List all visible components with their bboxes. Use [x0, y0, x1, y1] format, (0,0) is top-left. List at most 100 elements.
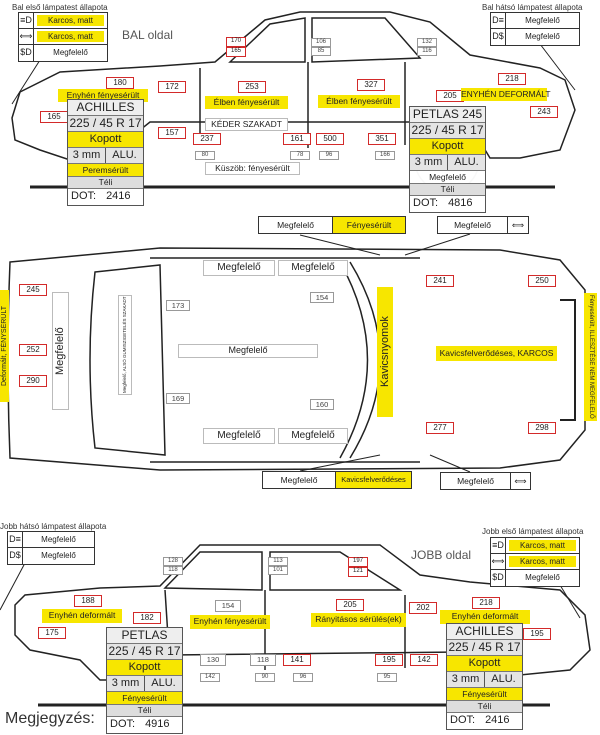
right-rear-lamp-table: D≡Megfelelő D$Megfelelő [7, 531, 95, 565]
tread-depth: 3 mm [410, 155, 448, 170]
tail-lamp-icon: D≡ [491, 13, 506, 28]
low-beam-icon: ≡D [491, 538, 506, 553]
notes-label: Megjegyzés: [5, 710, 95, 727]
dot-code: 4816 [448, 197, 473, 209]
lamp-state: Karcos, matt [37, 15, 104, 26]
rim-state: Fényesérült [447, 688, 522, 701]
paint-thickness-value: 78 [290, 151, 310, 160]
rim-type: ALU. [491, 673, 516, 685]
rim-state: Fényesérült [107, 692, 182, 705]
roof-label: Megfelelő [178, 344, 318, 358]
paint-thickness-value: 166 [375, 151, 395, 160]
paint-thickness-value: 290 [19, 375, 47, 387]
dot-code: 2416 [106, 190, 131, 202]
damage-label: Rányitásos sérülés(ek) [311, 613, 406, 627]
paint-thickness-value: 202 [409, 602, 437, 614]
paint-thickness-value: 205 [436, 90, 464, 102]
front-bumper-label: Fényesérült, ILLESZTÉSE NEM MEGFELELŐ [584, 293, 597, 421]
paint-thickness-value: 90 [255, 673, 275, 682]
paint-thickness-value: 218 [498, 73, 526, 85]
paint-thickness-value: 130 [200, 654, 226, 666]
tire-season: Téli [68, 177, 143, 189]
paint-thickness-value: 351 [368, 133, 396, 145]
windshield-label: Kavicsnyomok [377, 287, 393, 417]
rim-type: ALU. [112, 149, 137, 161]
paint-thickness-value: 172 [158, 81, 186, 93]
paint-thickness-value: 169 [166, 393, 190, 404]
low-beam-icon: ≡D [19, 13, 34, 28]
paint-thickness-value: 160 [310, 399, 334, 410]
paint-thickness-value: 195 [523, 628, 551, 640]
dot-label: DOT: [71, 190, 97, 202]
paint-thickness-value: 157 [158, 127, 186, 139]
dot-label: DOT: [413, 197, 439, 209]
paint-thickness-value: 154 [310, 292, 334, 303]
tire-season: Téli [410, 184, 485, 196]
paint-thickness-value: 80 [195, 151, 215, 160]
paint-thickness-value: 141 [283, 654, 311, 666]
paint-thickness-value: 253 [238, 81, 266, 93]
paint-thickness-value: 113 [268, 557, 288, 566]
window-label: Megfelelő [278, 428, 348, 444]
damage-label: Enyhén fényesérült [190, 615, 270, 629]
dot-code: 2416 [485, 714, 510, 726]
paint-thickness-value: 106 [311, 38, 331, 47]
damage-label: Élben fényesérült [318, 95, 400, 108]
paint-thickness-value: 85 [311, 47, 331, 56]
paint-thickness-value: 175 [38, 627, 66, 639]
lamp-state: Megfelelő [41, 551, 76, 560]
paint-thickness-value: 142 [200, 673, 220, 682]
indicator-icon: ⟺ [491, 554, 506, 569]
tire-brand: PETLAS [107, 628, 182, 644]
paint-thickness-value: 132 [417, 38, 437, 47]
indicator-state: Megfelelő [438, 217, 508, 233]
tread-depth: 3 mm [107, 676, 145, 691]
paint-thickness-value: 298 [528, 422, 556, 434]
left-rear-lamp-table: D≡Megfelelő D$Megfelelő [490, 12, 580, 46]
tread-depth: 3 mm [68, 148, 106, 163]
lamp-state: Megfelelő [53, 48, 88, 57]
dot-label: DOT: [110, 718, 136, 730]
lamp-state: Karcos, matt [509, 540, 576, 551]
paint-thickness-value: 165 [226, 47, 246, 57]
lamp-state: Megfelelő [525, 16, 560, 25]
paint-thickness-value: 252 [19, 344, 47, 356]
paint-thickness-value: 142 [410, 654, 438, 666]
damage-label: ENYHÉN DEFORMÁLT [461, 88, 551, 101]
lamp-state: Megfelelő [41, 535, 76, 544]
left-front-lamp-title: Bal első lámpatest állapota [12, 3, 108, 12]
tail-lamp-icon: D≡ [8, 532, 23, 547]
paint-thickness-value: 165 [40, 111, 68, 123]
paint-thickness-value: 161 [283, 133, 311, 145]
mirror-glass-state: Megfelelő [263, 472, 336, 488]
paint-thickness-value: 218 [472, 597, 500, 609]
right-side-title: JOBB oldal [411, 548, 472, 562]
left-indicator-status: Megfelelő ⟺ [437, 216, 529, 234]
paint-thickness-value: 101 [268, 566, 288, 575]
dot-code: 4916 [145, 718, 170, 730]
paint-thickness-value: 96 [293, 673, 313, 682]
paint-thickness-value: 245 [19, 284, 47, 296]
tread-depth: 3 mm [447, 672, 485, 687]
window-label: Megfelelő [278, 260, 348, 276]
paint-thickness-value: 195 [375, 654, 403, 666]
left-side-title: BAL oldal [122, 28, 173, 42]
paint-thickness-value: 237 [193, 133, 221, 145]
paint-thickness-value: 277 [426, 422, 454, 434]
indicator-icon: ⟺ [511, 220, 525, 230]
paint-thickness-value: 118 [250, 654, 276, 666]
mirror-glass-state: Megfelelő [259, 217, 333, 233]
paint-thickness-value: 95 [377, 673, 397, 682]
lamp-state: Karcos, matt [509, 556, 576, 567]
tire-size: 225 / 45 R 17 [410, 123, 485, 139]
right-front-lamp-title: Jobb első lámpatest állapota [482, 527, 584, 536]
rear-bumper-label: Deformált, FÉNYSÉRÜLT [0, 290, 9, 402]
tire-wear: Kopott [107, 660, 182, 676]
paint-thickness-value: 182 [133, 612, 161, 624]
